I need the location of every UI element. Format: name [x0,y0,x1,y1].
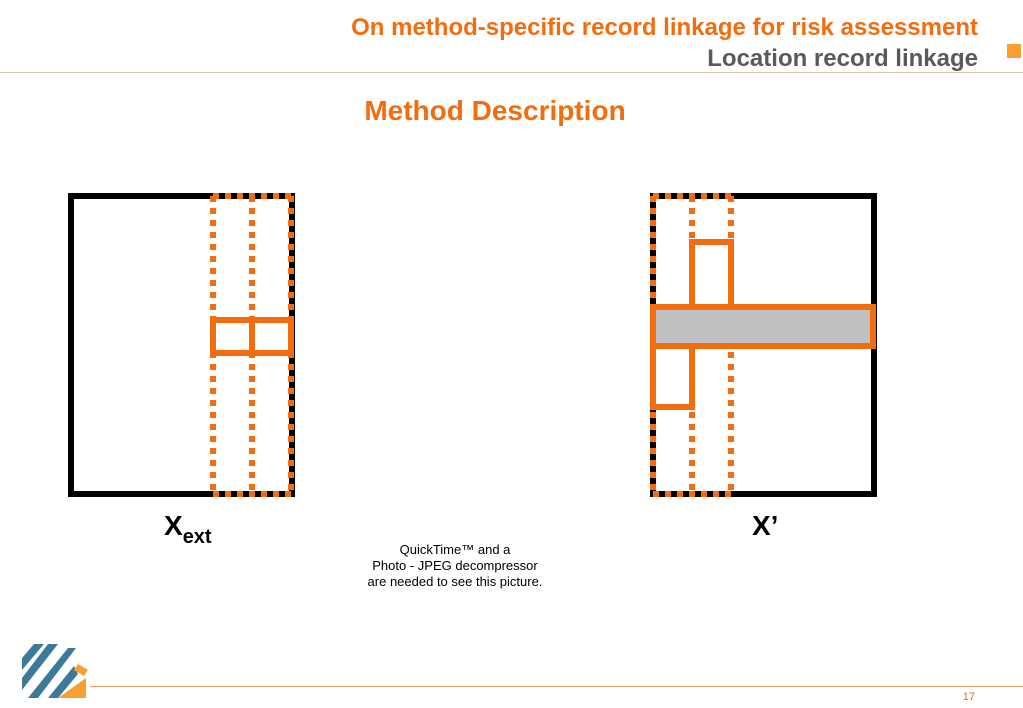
quicktime-placeholder: QuickTime™ and a Photo - JPEG decompress… [340,542,570,590]
header-divider [0,72,1023,73]
placeholder-line-1: QuickTime™ and a [399,542,511,557]
right-highlight-row [650,304,876,349]
section-title: Method Description [364,95,626,126]
label-x-ext: Xext [164,510,212,549]
header-title: On method-specific record linkage for ri… [351,14,978,41]
footer-divider [90,686,1023,687]
label-x-prime: X’ [752,510,779,541]
header-subtitle: Location record linkage [707,45,978,72]
right-cell-lower [650,343,695,410]
left-selected-cell-b [249,317,294,356]
placeholder-line-2: Photo - JPEG decompressor [372,558,538,573]
left-selected-cell-a [210,317,255,356]
company-logo-icon [22,644,88,698]
orange-square-icon [1007,44,1021,58]
right-matrix [650,193,877,497]
right-cell-upper [689,239,734,310]
label-x-ext-subscript: ext [182,526,212,548]
left-matrix-border [68,193,295,497]
page-number: 17 [962,691,975,703]
placeholder-line-3: are needed to see this picture. [367,574,543,589]
label-x-ext-base: X [164,510,183,541]
left-matrix [68,193,295,497]
